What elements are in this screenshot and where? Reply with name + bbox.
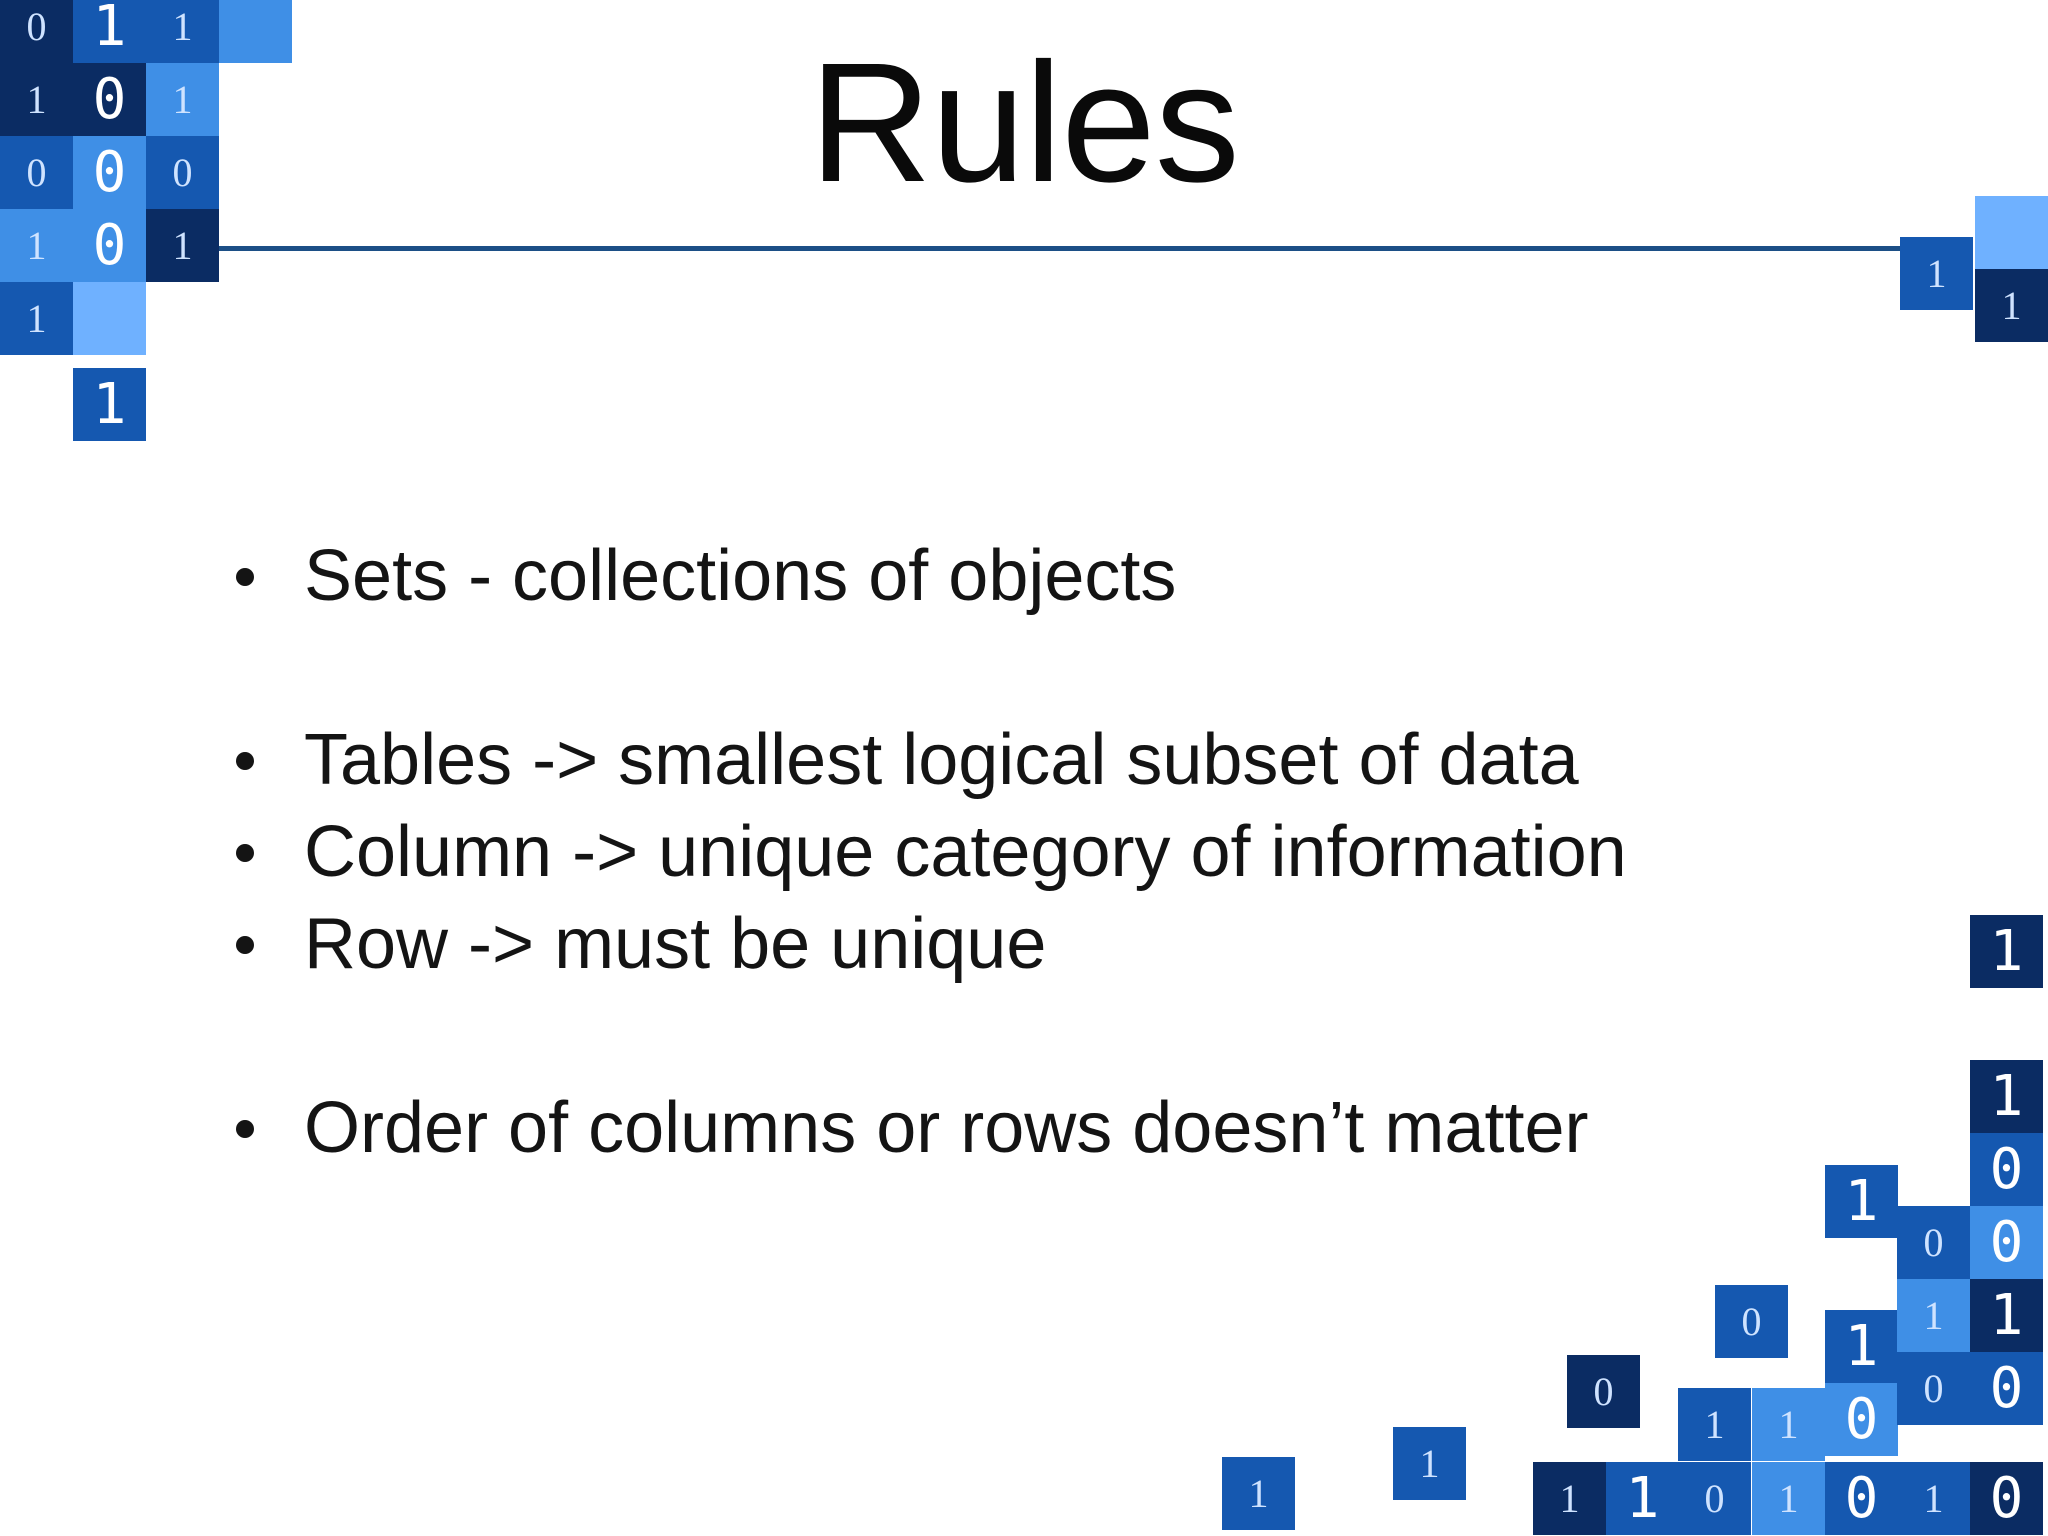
binary-tile: 1	[0, 209, 73, 282]
binary-tile: 1	[1970, 1279, 2043, 1352]
slide-title: Rules	[809, 28, 1240, 218]
binary-tile: 1	[1897, 1279, 1970, 1352]
bullet-text: Order of columns or rows doesn’t matter	[304, 1088, 1589, 1168]
binary-tile: 1	[1975, 269, 2048, 342]
binary-tile: 0	[1678, 1462, 1751, 1535]
binary-tile: 0	[1567, 1355, 1640, 1428]
binary-tile: 1	[73, 368, 146, 441]
binary-tile: 1	[1970, 1060, 2043, 1133]
binary-tile: 0	[73, 136, 146, 209]
binary-tile: 0	[0, 0, 73, 63]
binary-tile: 0	[146, 136, 219, 209]
bullet-item: Column -> unique category of information	[228, 806, 1728, 898]
binary-tile: 1	[1752, 1388, 1825, 1461]
binary-tile: 0	[1897, 1206, 1970, 1279]
binary-tile: 0	[73, 209, 146, 282]
bullet-text: Row -> must be unique	[304, 904, 1047, 984]
binary-tile: 1	[1533, 1462, 1606, 1535]
binary-tile: 1	[1897, 1462, 1970, 1535]
bullet-dot-icon	[236, 844, 254, 862]
title-divider	[213, 246, 1903, 251]
binary-tile: 0	[1825, 1383, 1898, 1456]
binary-tile: 1	[0, 63, 73, 136]
binary-tile: 1	[146, 0, 219, 63]
binary-tile: 1	[146, 63, 219, 136]
bullet-dot-icon	[236, 568, 254, 586]
binary-tile: 0	[1970, 1206, 2043, 1279]
binary-tile: 0	[73, 63, 146, 136]
bullet-item: Tables -> smallest logical subset of dat…	[228, 714, 1728, 806]
binary-tile	[1975, 196, 2048, 269]
binary-tile: 1	[1900, 237, 1973, 310]
bullet-list: Sets - collections of objects Tables -> …	[228, 530, 1728, 1174]
bullet-item: Sets - collections of objects	[228, 530, 1728, 622]
bullet-text: Sets - collections of objects	[304, 536, 1177, 616]
bullet-dot-icon	[236, 936, 254, 954]
bullet-item: Order of columns or rows doesn’t matter	[228, 1082, 1728, 1174]
binary-tile: 1	[73, 0, 146, 63]
bullet-dot-icon	[236, 1120, 254, 1138]
bullet-item: Row -> must be unique	[228, 898, 1728, 990]
binary-tile: 1	[1825, 1165, 1898, 1238]
binary-tile: 0	[1970, 1133, 2043, 1206]
binary-tile: 1	[1393, 1427, 1466, 1500]
binary-tile: 0	[0, 136, 73, 209]
bullet-text: Column -> unique category of information	[304, 812, 1627, 892]
binary-tile: 0	[1897, 1352, 1970, 1425]
binary-tile: 1	[1825, 1310, 1898, 1383]
binary-tile: 0	[1825, 1462, 1898, 1535]
binary-tile: 0	[1715, 1285, 1788, 1358]
binary-tile: 1	[1222, 1457, 1295, 1530]
binary-tile	[73, 282, 146, 355]
binary-tile: 1	[0, 282, 73, 355]
binary-tile: 1	[1970, 915, 2043, 988]
binary-tile: 1	[1678, 1388, 1751, 1461]
bullet-text: Tables -> smallest logical subset of dat…	[304, 720, 1579, 800]
binary-tile	[219, 0, 292, 63]
binary-tile: 1	[1752, 1462, 1825, 1535]
binary-tile: 1	[1606, 1462, 1679, 1535]
bullet-dot-icon	[236, 752, 254, 770]
binary-tile: 0	[1970, 1352, 2043, 1425]
binary-tile: 1	[146, 209, 219, 282]
binary-tile: 0	[1970, 1462, 2043, 1535]
